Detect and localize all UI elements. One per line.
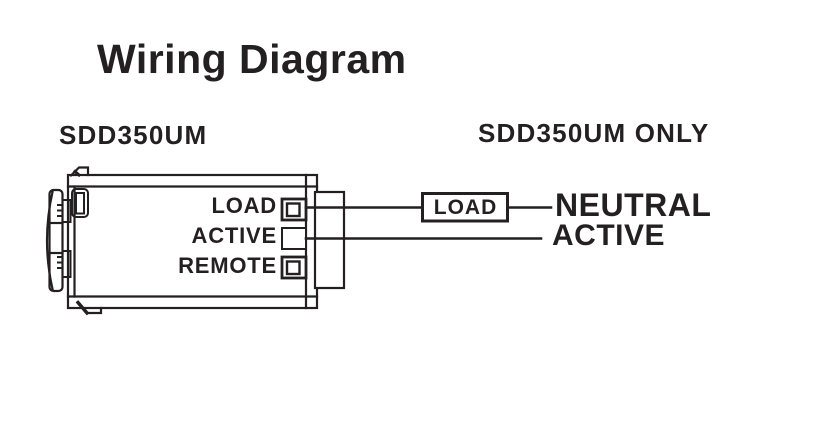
dimmer-knob	[45, 188, 64, 293]
terminal-active	[281, 227, 307, 250]
load-box	[421, 192, 509, 223]
active-wire-label: ACTIVE	[552, 219, 666, 252]
terminal-load	[280, 197, 308, 222]
page-title: Wiring Diagram	[97, 36, 407, 82]
slot-detail	[71, 188, 89, 218]
wiring-model-heading: SDD350UM ONLY	[478, 118, 710, 148]
device-model-heading: SDD350UM	[59, 120, 208, 150]
mounting-tab-top	[69, 166, 90, 178]
terminal-remote	[280, 255, 308, 280]
knob-clips	[57, 199, 72, 278]
device-body	[66, 173, 319, 310]
mounting-tab-bottom	[75, 300, 103, 316]
load-box-label: LOAD	[433, 195, 498, 219]
neutral-wire-label: NEUTRAL	[555, 187, 712, 223]
